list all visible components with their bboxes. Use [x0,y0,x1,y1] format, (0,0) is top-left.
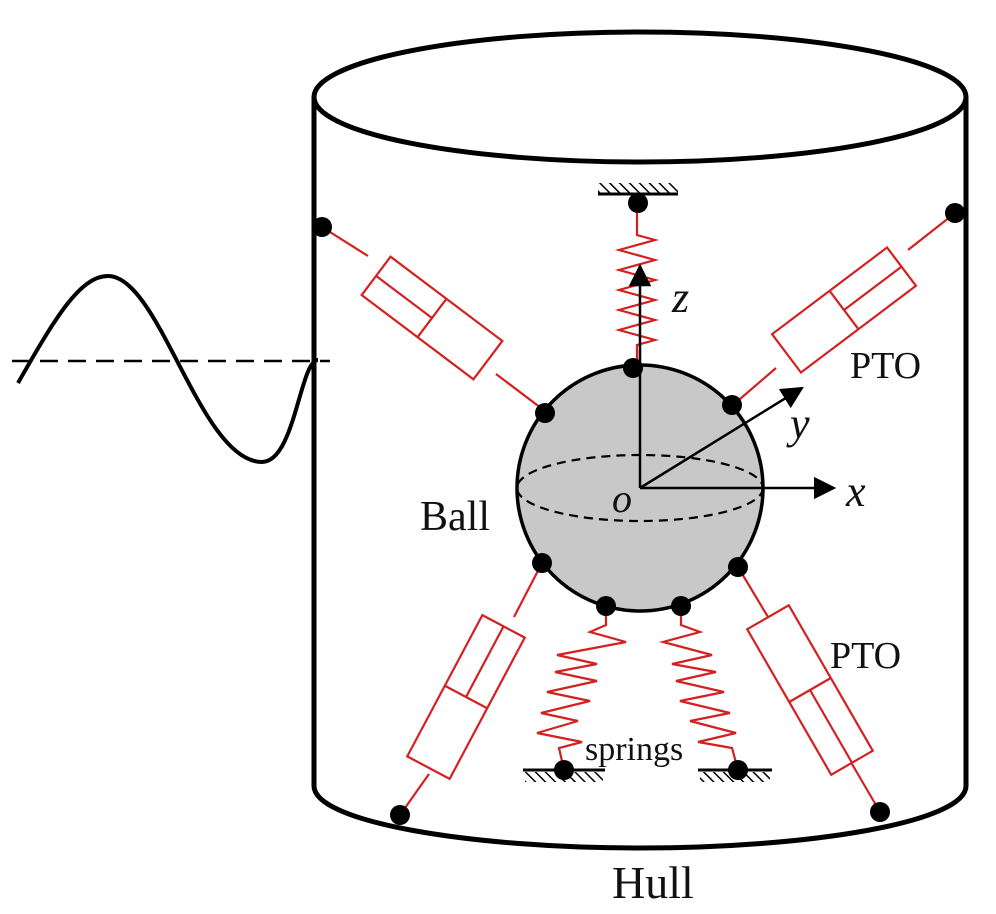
pto-upper-label: PTO [850,345,921,387]
joint-dot [945,203,965,223]
z-axis-label: z [671,273,689,322]
joint-dot [596,596,616,616]
joint-dot [312,217,332,237]
coordinate-axes [628,263,837,500]
y-axis-label: y [786,399,810,448]
springs-label: springs [585,731,683,768]
pto-upper-right [732,212,956,406]
wave [12,273,330,465]
wave-curve [16,273,319,465]
joint-dot [728,760,748,780]
joint-dot [628,193,648,213]
ball-label: Ball [420,494,490,540]
origin-label: o [612,476,632,521]
x-axis-label: x [845,467,866,516]
pto-lower-right [737,566,881,813]
joint-dot [535,403,555,423]
hull-cylinder [311,29,969,851]
hull-label: Hull [612,857,694,908]
pto-lower-left [399,562,543,816]
y-axis [639,386,804,490]
joint-dot [623,358,643,378]
hull-top-rim [311,29,969,165]
hull-bottom-rim [311,785,969,851]
upper-ground-hatch [598,183,678,193]
joint-dot [554,760,574,780]
joint-dot [390,805,410,825]
joint-dot [532,553,552,573]
joint-dot [728,557,748,577]
pto-lower-label: PTO [830,635,901,677]
pto-upper-left [321,226,546,412]
joint-dot [722,395,742,415]
joint-dot [870,802,890,822]
joint-dot [671,596,691,616]
joints [312,193,965,825]
